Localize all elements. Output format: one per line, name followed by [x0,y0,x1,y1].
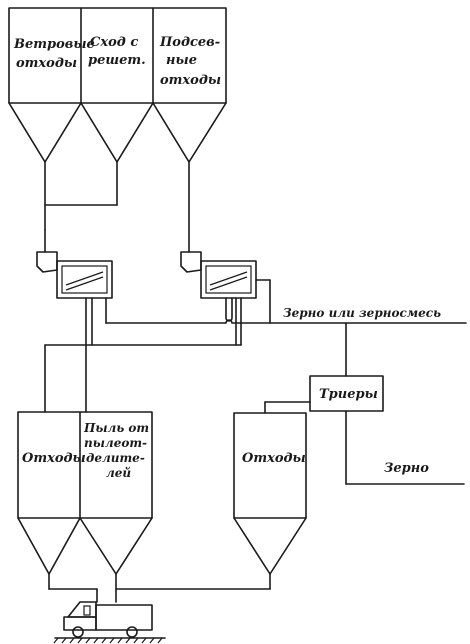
trier-unit: Триеры Зерно [264,375,465,485]
truck-bed [95,604,153,631]
trier-label: Триеры [319,387,378,402]
truck-window [83,605,91,616]
truck-cab [67,601,97,618]
truck-icon [53,601,166,644]
sieve-line [65,276,104,291]
trier-waste-bin: Отходы [233,412,307,575]
bottom-bins-frame [17,411,153,519]
bin-label-dust: Пыль от пылеот- делите- лей [83,421,153,480]
hopper-wind-waste [8,102,82,163]
grain-mixture-line: Зерно или зерносмесь [105,306,467,377]
ground-hatching [53,637,163,644]
hopper-sieve-overflow [80,102,154,163]
bin-box [233,412,307,519]
discharge-pipes [48,573,271,603]
hopper [233,517,307,575]
hopper-dust [79,517,153,575]
separator-left [36,229,113,346]
bin-label-sieve-overflow: Сход с решет. [88,35,146,68]
sieve-line [209,271,248,286]
pipe [105,319,467,324]
separator-sieve-frame [205,265,252,294]
separator-sieve-frame [61,265,108,294]
top-bins-frame [8,7,227,104]
bin-label-undersieve-waste: Подсев- ные отходы [159,35,225,88]
waste-collection-line [44,344,242,413]
bin-label-wind-waste: Ветровые отходы [13,37,99,71]
separator-inlet [180,251,202,273]
truck-wheel [126,626,138,638]
pipe [225,297,233,322]
sieve-line [209,276,248,291]
separator-body [56,260,113,299]
bin-label-trier-waste: Отходы [242,451,306,466]
separator-inlet [36,251,58,273]
hopper-undersieve-waste [152,102,227,163]
top-bin-group: Ветровые отходы Сход с решет. Подсев- ны… [8,7,227,163]
top-feed-pipes [44,161,190,253]
grain-output-label: Зерно [384,461,429,476]
grain-input-label: Зерно или зерносмесь [283,306,441,320]
bottom-bin-group: Отходы Пыль от пылеот- делите- лей [17,411,153,575]
hopper-waste [17,517,81,575]
sieve-line [65,271,104,286]
bin-label-waste: Отходы [22,451,86,466]
separator-right [180,251,271,346]
truck-wheel [72,626,84,638]
